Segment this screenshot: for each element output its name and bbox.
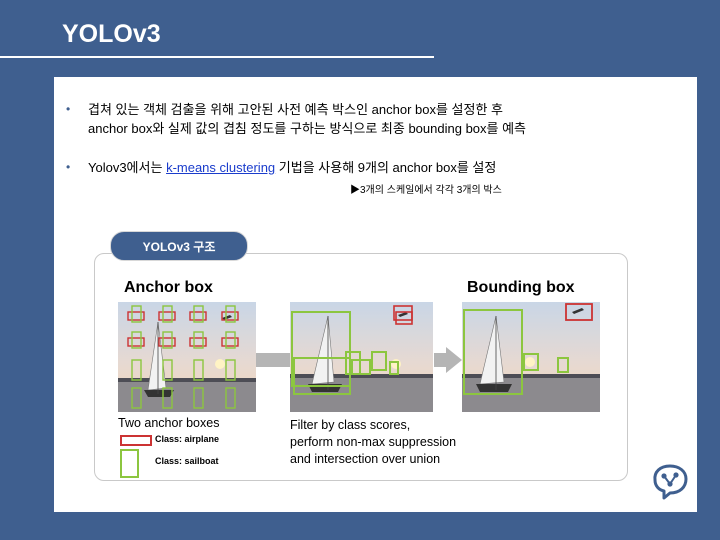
caption-filter-line-3: and intersection over union [290, 452, 441, 466]
sailboat-scene-result-image [462, 302, 600, 412]
scale-note: ▶3개의 스케일에서 각각 3개의 박스 [350, 185, 502, 196]
caption-filter-line-1: Filter by class scores, [290, 418, 411, 432]
caption-filter: Filter by class scores, perform non-max … [290, 417, 456, 468]
legend-airplane-label: Class: airplane [155, 434, 220, 444]
caption-two-anchor-boxes: Two anchor boxes [118, 416, 220, 430]
bullet-2-pre: Yolov3에서는 [88, 160, 167, 175]
bullet-dot-1: • [66, 102, 71, 116]
bullet-1-line-1: 겹쳐 있는 객체 검출을 위해 고안된 사전 예측 박스인 anchor box… [88, 102, 504, 117]
anchor-photo [118, 302, 256, 412]
bullet-1-line-2: anchor box와 실제 값의 겹침 정도를 구하는 방식으로 최종 bou… [88, 121, 527, 136]
bounding-photo [462, 302, 600, 412]
bullet-2-post: 기법을 사용해 9개의 anchor box를 설정 [275, 160, 497, 175]
bounding-box-heading: Bounding box [467, 279, 575, 296]
title-underline [0, 56, 434, 58]
kmeans-link[interactable]: k-means clustering [166, 160, 276, 175]
bullet-2: Yolov3에서는 k-means clustering 기법을 사용해 9개의… [88, 158, 496, 177]
caption-filter-line-2: perform non-max suppression [290, 435, 457, 449]
anchor-box-heading: Anchor box [124, 279, 213, 296]
yolov3-structure-pill: YOLOv3 구조 [110, 231, 248, 261]
brain-logo-icon [653, 464, 688, 500]
legend-sailboat-swatch [120, 449, 139, 478]
filtered-photo [290, 302, 433, 412]
bullet-1: 겹쳐 있는 객체 검출을 위해 고안된 사전 예측 박스인 anchor box… [88, 100, 526, 138]
slide-title: YOLOv3 [62, 20, 161, 48]
legend-airplane-swatch [120, 435, 152, 446]
sailboat-scene-image [118, 302, 256, 412]
legend-sailboat-label: Class: sailboat [155, 456, 219, 466]
sailboat-scene-filtered-image [290, 302, 433, 412]
bullet-dot-2: • [66, 160, 71, 174]
